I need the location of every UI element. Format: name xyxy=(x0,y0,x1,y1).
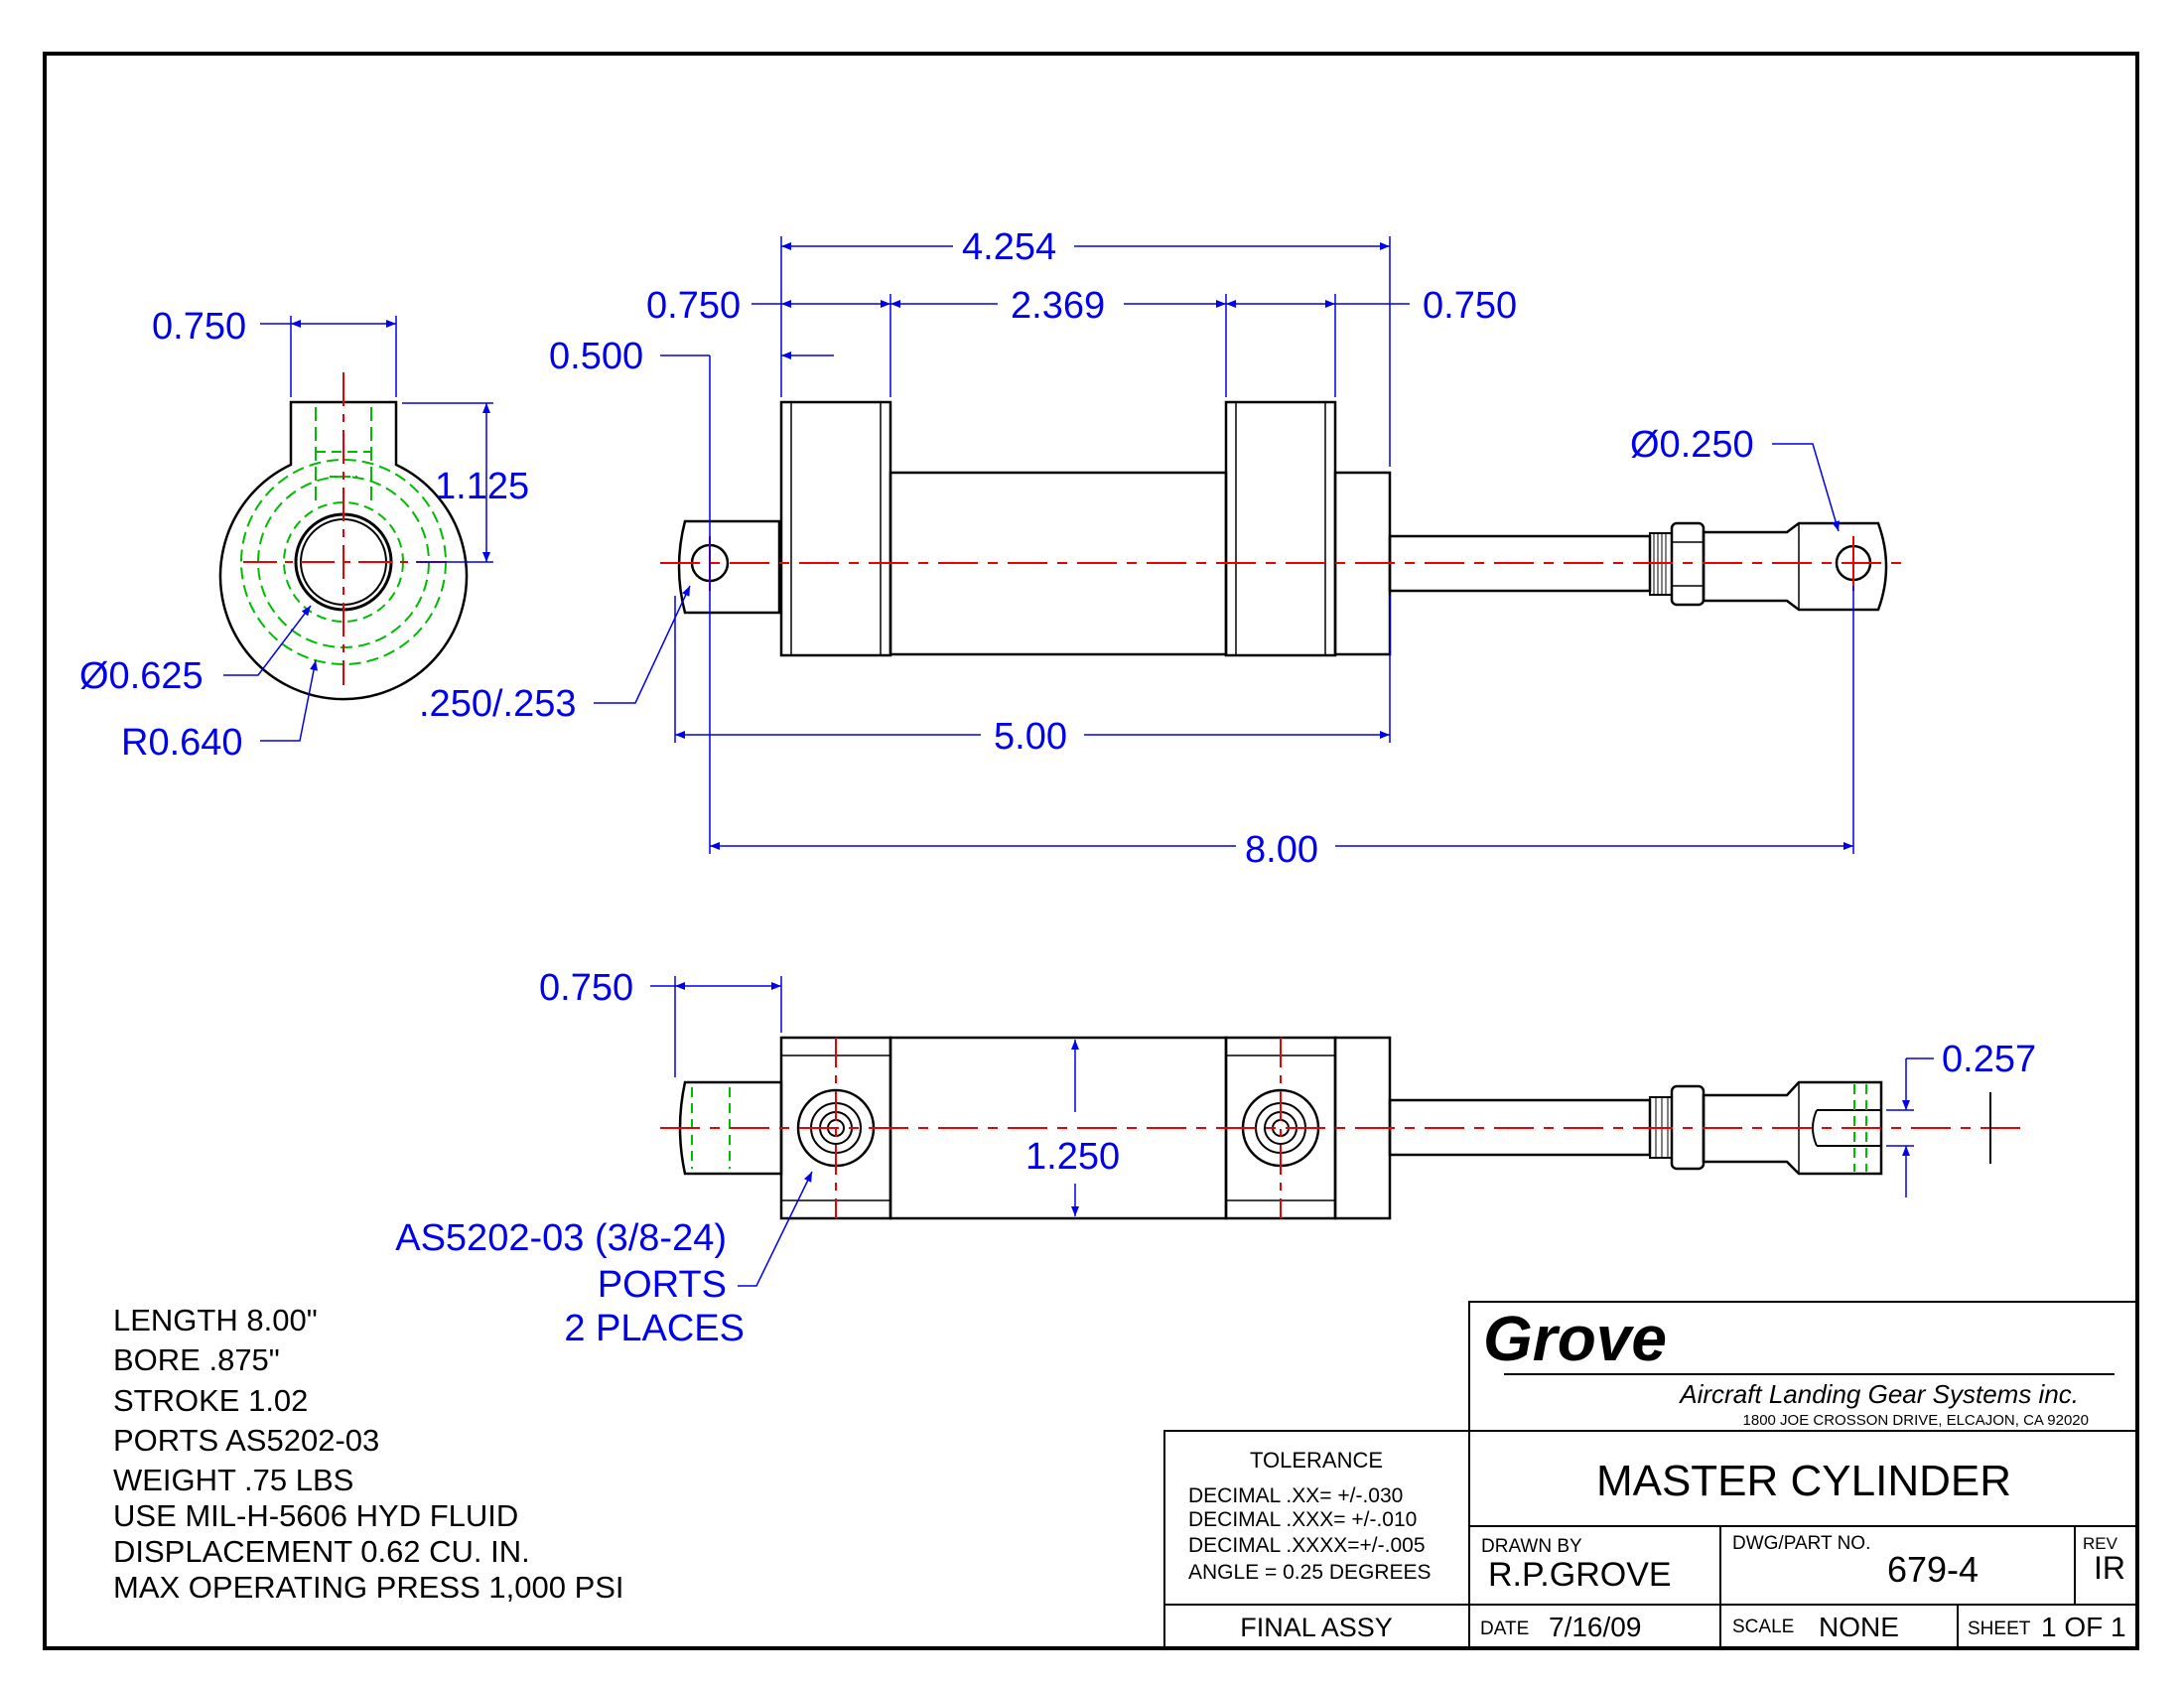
note-line: PORTS AS5202-03 xyxy=(113,1423,379,1458)
side-view-top-dimensions: 4.254 0.750 2.369 0.750 0.500 .250/.253 … xyxy=(419,226,1854,871)
tolerance-line: DECIMAL .XX= +/-.030 xyxy=(1188,1484,1403,1507)
dim-between-blocks: 2.369 xyxy=(1011,285,1105,327)
note-line: STROKE 1.02 xyxy=(113,1383,308,1418)
dim-body-length: 5.00 xyxy=(994,716,1067,758)
dim-bore-dia: Ø0.625 xyxy=(79,655,204,697)
rev-label: REV xyxy=(2083,1534,2118,1553)
part-no-value: 679-4 xyxy=(1887,1549,1979,1590)
date-value: 7/16/09 xyxy=(1549,1612,1641,1642)
tolerance-line: DECIMAL .XXX= +/-.010 xyxy=(1188,1508,1417,1531)
sheet-value: 1 OF 1 xyxy=(2041,1612,2126,1642)
sheet-label: SHEET xyxy=(1968,1618,2031,1639)
note-line: MAX OPERATING PRESS 1,000 PSI xyxy=(113,1570,624,1605)
company-address: 1800 JOE CROSSON DRIVE, ELCAJON, CA 9202… xyxy=(1743,1412,2089,1429)
dim-clevis-hole: Ø0.250 xyxy=(1630,424,1754,466)
drawn-by-value: R.P.GROVE xyxy=(1488,1556,1672,1594)
dim-body-dia: 1.250 xyxy=(1025,1136,1120,1178)
note-line: DISPLACEMENT 0.62 CU. IN. xyxy=(113,1534,530,1569)
dim-end-height: 1.125 xyxy=(435,466,529,507)
note-line: LENGTH 8.00" xyxy=(113,1303,318,1337)
dim-right-block: 0.750 xyxy=(1423,285,1517,327)
end-view xyxy=(218,372,469,701)
dim-bottom-end: 0.750 xyxy=(539,967,633,1009)
drawing-title: MASTER CYLINDER xyxy=(1596,1457,2011,1505)
tolerance-line: ANGLE = 0.25 DEGREES xyxy=(1188,1561,1432,1584)
dim-overall-length: 8.00 xyxy=(1245,829,1318,871)
dim-overall-body: 4.254 xyxy=(962,226,1056,268)
date-label: DATE xyxy=(1480,1618,1529,1639)
tolerance-line: DECIMAL .XXXX=+/-.005 xyxy=(1188,1534,1426,1557)
port-callout-line2: PORTS xyxy=(598,1264,727,1306)
rev-value: IR xyxy=(2094,1550,2125,1586)
sheet-border xyxy=(43,52,2139,1650)
scale-label: SCALE xyxy=(1732,1617,1794,1637)
dim-end-width: 0.750 xyxy=(152,306,246,348)
general-notes: LENGTH 8.00" BORE .875" STROKE 1.02 PORT… xyxy=(113,1303,624,1605)
port-callout-line3: 2 PLACES xyxy=(564,1308,745,1349)
note-line: WEIGHT .75 LBS xyxy=(113,1463,353,1497)
note-line: BORE .875" xyxy=(113,1342,280,1377)
dim-end-radius: R0.640 xyxy=(121,722,243,764)
side-view-top xyxy=(660,400,1911,657)
dim-left-block: 0.750 xyxy=(646,285,741,327)
tolerance-heading: TOLERANCE xyxy=(1250,1448,1383,1473)
company-subtitle: Aircraft Landing Gear Systems inc. xyxy=(1678,1379,2079,1409)
side-view-bottom-dimensions: 0.750 1.250 0.257 AS5202-03 (3/8-24) POR… xyxy=(395,967,2036,1349)
side-view-bottom xyxy=(660,1036,2025,1220)
dim-slot-width: 0.257 xyxy=(1942,1039,2036,1080)
end-view-dimensions: 0.750 1.125 Ø0.625 R0.640 xyxy=(79,306,529,764)
part-no-label: DWG/PART NO. xyxy=(1732,1533,1870,1554)
scale-value: NONE xyxy=(1819,1612,1899,1642)
drawn-by-label: DRAWN BY xyxy=(1481,1536,1582,1557)
note-line: USE MIL-H-5606 HYD FLUID xyxy=(113,1498,518,1533)
dim-left-offset: 0.500 xyxy=(549,336,643,377)
dim-pin-hole: .250/.253 xyxy=(419,683,576,725)
port-callout-line1: AS5202-03 (3/8-24) xyxy=(395,1217,727,1259)
assembly-label: FINAL ASSY xyxy=(1240,1613,1393,1642)
company-logo: Grove xyxy=(1483,1303,1667,1374)
title-block: Grove Aircraft Landing Gear Systems inc.… xyxy=(1163,1301,2138,1649)
